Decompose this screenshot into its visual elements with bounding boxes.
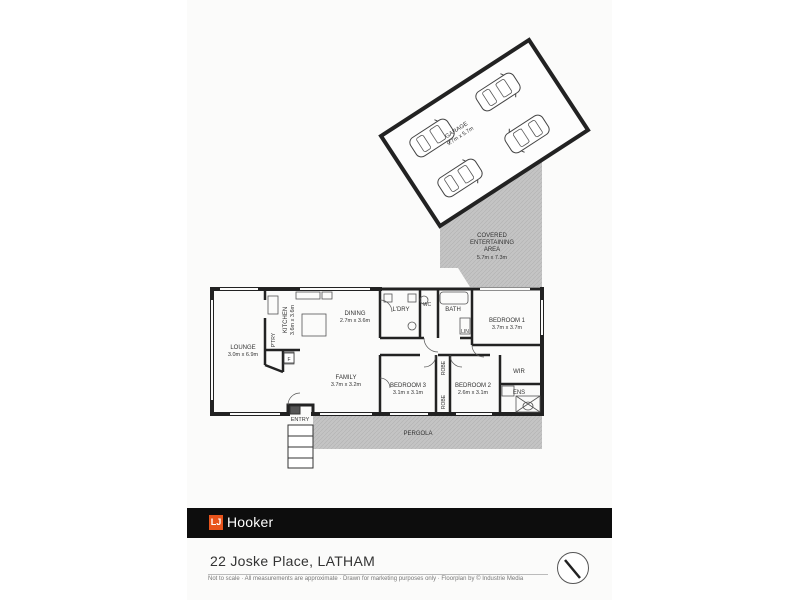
brand-bar: LJ Hooker [187, 508, 612, 538]
kitchen-label: KITCHEN [283, 307, 289, 333]
wc-label: WC [423, 302, 432, 308]
pergola-shade [313, 414, 542, 449]
kitchen-fixtures [267, 291, 333, 365]
covered-label-2: ENTERTAINING [470, 240, 514, 246]
property-address: 22 Joske Place, LATHAM [210, 553, 376, 569]
address-divider [208, 574, 548, 575]
pantry-label: P'TRY [271, 332, 277, 347]
family-label: FAMILY [336, 375, 357, 381]
laundry-label: L'DRY [392, 307, 409, 313]
interior-walls [263, 289, 542, 414]
door-swings [287, 299, 485, 406]
kitchen-dims: 3.6m x 3.6m [290, 304, 296, 335]
garage-wall [378, 37, 591, 229]
bedroom2-label: BEDROOM 2 [455, 383, 492, 389]
covered-area-shade [440, 155, 542, 287]
wir-label: WIR [513, 369, 525, 375]
pergola-label: PERGOLA [403, 431, 432, 437]
bedroom3-dims: 3.1m x 3.1m [393, 390, 424, 396]
ensuite-label: ENS [513, 390, 525, 396]
dining-label: DINING [345, 311, 366, 317]
covered-dims: 5.7m x 7.3m [477, 255, 508, 261]
entry-steps [287, 405, 314, 469]
lounge-dims: 3.0m x 6.9m [228, 352, 259, 358]
dining-dims: 2.7m x 3.6m [340, 318, 371, 324]
robe-label: ROBE [441, 360, 447, 375]
covered-label-1: COVERED [477, 233, 507, 239]
bedroom1-label: BEDROOM 1 [489, 318, 526, 324]
linen-label: LIN [461, 329, 469, 335]
robe-label: ROBE [441, 394, 447, 409]
lj-logo-icon: LJ [209, 515, 223, 530]
bedroom3-label: BEDROOM 3 [390, 383, 427, 389]
brand-name: Hooker [227, 514, 274, 530]
bedroom1-dims: 3.7m x 3.7m [492, 325, 523, 331]
north-compass-icon [557, 552, 589, 584]
bathroom-fixtures [383, 291, 541, 413]
disclaimer-text: Not to scale · All measurements are appr… [208, 576, 524, 582]
house-walls [210, 287, 544, 416]
fridge-label: F [287, 357, 290, 363]
lounge-label: LOUNGE [230, 345, 255, 351]
covered-label-3: AREA [484, 247, 500, 253]
entry-label: ENTRY [291, 417, 310, 423]
windows [211, 288, 543, 415]
bath-label: BATH [445, 307, 461, 313]
family-dims: 3.7m x 3.2m [331, 382, 362, 388]
bedroom2-dims: 2.6m x 3.1m [458, 390, 489, 396]
